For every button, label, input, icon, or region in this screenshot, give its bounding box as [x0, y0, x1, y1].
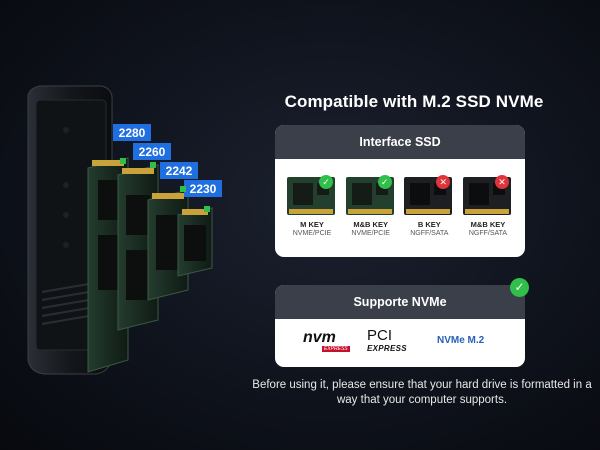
size-label-2280 [113, 124, 151, 141]
ssd-m-key-sub: NVME/PCIE [292, 230, 332, 237]
supporte-nvme-title: Supporte NVMe [275, 285, 525, 319]
size-label-2280-text: 2280 [119, 126, 146, 140]
ssd-mb-key-sata-sub: NGFF/SATA [468, 230, 508, 237]
ssd-mb-key-sata: ✕ M&B KEY NGFF/SATA [459, 169, 517, 253]
ssd-mb-key-nvme-image [345, 177, 394, 215]
ssd-b-key: ✕ B KEY NGFF/SATA [400, 169, 458, 253]
ssd-m-key: ✓ M KEY NVME/PCIE [283, 169, 341, 253]
ssd-mb-key-sata-name: M&B KEY [470, 220, 506, 229]
enclosure-illustration: 2280 2260 2242 2230 [27, 85, 222, 375]
format-note: Before using it, please ensure that your… [252, 379, 592, 406]
size-label-2230-text: 2230 [190, 182, 217, 196]
cross-icon: ✕ [494, 175, 509, 189]
ssd-b-key-image [404, 177, 453, 215]
ssd-m-key-image [287, 177, 335, 215]
pci-express-logo-sub: EXPRESS [367, 344, 407, 353]
logo-row: nvm EXPRESS PCI EXPRESS NVMe M.2 [275, 319, 525, 367]
headline: Compatible with M.2 SSD NVMe [284, 92, 544, 111]
size-label-2242-text: 2242 [166, 164, 193, 178]
ssd-mb-key-nvme-sub: NVME/PCIE [351, 230, 390, 237]
ssd-b-key-name: B KEY [417, 220, 441, 229]
size-label-2260 [133, 143, 171, 160]
ssd-type-list: ✓ M KEY NVME/PCIE ✓ M&B KEY NVME/PCIE ✕ [283, 169, 517, 253]
pci-express-logo: PCI [367, 327, 393, 344]
nvme-m2-label: NVMe M.2 [437, 335, 485, 346]
ssd-2230-board [177, 207, 213, 277]
interface-ssd-card: Interface SSD ✓ M KEY NVME/PCIE ✓ M&B KE… [275, 125, 525, 257]
size-label-2260-text: 2260 [139, 145, 166, 159]
size-label-2242 [160, 162, 198, 179]
check-icon: ✓ [319, 175, 333, 189]
cross-icon: ✕ [436, 175, 451, 189]
supporte-nvme-card: Supporte NVMe nvm EXPRESS PCI EXPRESS NV… [275, 285, 525, 367]
size-label-2230 [184, 180, 222, 197]
check-icon: ✓ [510, 278, 529, 297]
ssd-b-key-sub: NGFF/SATA [410, 230, 449, 237]
ssd-mb-key-sata-image [462, 177, 511, 215]
nvm-express-logo-sub: EXPRESS [322, 346, 350, 352]
interface-ssd-title: Interface SSD [275, 125, 525, 159]
nvm-express-logo: nvm [303, 329, 336, 346]
ssd-m-key-name: M KEY [300, 220, 324, 229]
check-icon: ✓ [377, 175, 392, 189]
ssd-mb-key-nvme: ✓ M&B KEY NVME/PCIE [342, 169, 400, 253]
ssd-mb-key-nvme-name: M&B KEY [353, 220, 388, 229]
